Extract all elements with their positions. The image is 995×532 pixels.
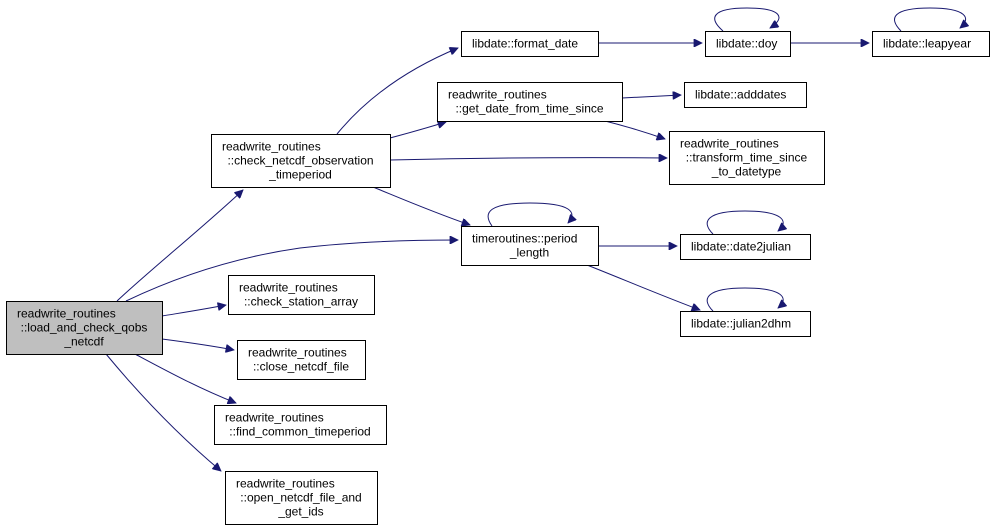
node-box bbox=[211, 134, 391, 188]
node-label-line: libdate::format_date bbox=[472, 37, 578, 51]
node-label-line: readwrite_routines bbox=[448, 88, 547, 102]
node-date2julian[interactable]: libdate::date2julian bbox=[680, 234, 811, 260]
node-label-line: readwrite_routines bbox=[222, 140, 321, 154]
node-transform_time_since_to_datetype[interactable]: readwrite_routines::transform_time_since… bbox=[669, 131, 825, 185]
edge-check_netcdf_observation_timeperiod-to-transform_time_since_to_datetype bbox=[389, 158, 667, 160]
edge-leapyear-to-leapyear bbox=[894, 7, 966, 32]
edge-check_netcdf_observation_timeperiod-to-get_date_from_time_since bbox=[389, 122, 446, 139]
node-label-line: _to_datetype bbox=[711, 165, 782, 179]
node-label-line: readwrite_routines bbox=[236, 477, 335, 491]
edge-period_length-to-period_length bbox=[487, 202, 572, 227]
nodes-layer: readwrite_routines::load_and_check_qobs_… bbox=[6, 31, 990, 525]
node-label-line: ::find_common_timeperiod bbox=[229, 425, 370, 439]
edge-load_and_check_qobs_netcdf-to-check_netcdf_observation_timeperiod bbox=[116, 190, 243, 302]
node-box bbox=[6, 301, 163, 355]
node-find_common_timeperiod[interactable]: readwrite_routines::find_common_timeperi… bbox=[214, 405, 387, 445]
node-close_netcdf_file[interactable]: readwrite_routines::close_netcdf_file bbox=[237, 340, 366, 380]
node-label-line: libdate::adddates bbox=[695, 88, 786, 102]
node-label-line: timeroutines::period bbox=[472, 232, 577, 246]
node-box bbox=[461, 31, 599, 57]
edge-load_and_check_qobs_netcdf-to-check_station_array bbox=[161, 305, 226, 317]
node-label-line: ::transform_time_since bbox=[686, 151, 808, 165]
node-leapyear[interactable]: libdate::leapyear bbox=[872, 31, 990, 57]
node-load_and_check_qobs_netcdf[interactable]: readwrite_routines::load_and_check_qobs_… bbox=[6, 301, 163, 355]
node-label-line: libdate::julian2dhm bbox=[691, 317, 791, 331]
node-open_netcdf_file_and_get_ids[interactable]: readwrite_routines::open_netcdf_file_and… bbox=[225, 471, 378, 525]
edge-load_and_check_qobs_netcdf-to-close_netcdf_file bbox=[161, 338, 234, 350]
node-box bbox=[705, 31, 791, 57]
node-get_date_from_time_since[interactable]: readwrite_routines::get_date_from_time_s… bbox=[437, 82, 623, 122]
node-box bbox=[680, 311, 811, 337]
edge-load_and_check_qobs_netcdf-to-find_common_timeperiod bbox=[134, 353, 236, 403]
edge-period_length-to-julian2dhm bbox=[586, 264, 700, 310]
node-label-line: ::check_netcdf_observation bbox=[227, 154, 373, 168]
edge-check_netcdf_observation_timeperiod-to-period_length bbox=[372, 186, 470, 225]
node-label-line: readwrite_routines bbox=[225, 411, 324, 425]
node-label-line: ::check_station_array bbox=[244, 295, 358, 309]
edge-doy-to-doy bbox=[714, 7, 779, 32]
node-label-line: _netcdf bbox=[63, 335, 104, 349]
edge-julian2dhm-to-julian2dhm bbox=[706, 287, 783, 312]
edge-get_date_from_time_since-to-adddates bbox=[621, 95, 681, 98]
node-label-line: libdate::leapyear bbox=[883, 37, 971, 51]
edge-check_netcdf_observation_timeperiod-to-format_date bbox=[336, 48, 458, 135]
node-label-line: _timeperiod bbox=[268, 168, 332, 182]
node-label-line: _length bbox=[509, 246, 549, 260]
node-check_station_array[interactable]: readwrite_routines::check_station_array bbox=[228, 275, 375, 315]
node-label-line: readwrite_routines bbox=[239, 281, 338, 295]
edges-layer bbox=[105, 7, 966, 471]
node-box bbox=[237, 340, 366, 380]
node-box bbox=[680, 234, 811, 260]
node-julian2dhm[interactable]: libdate::julian2dhm bbox=[680, 311, 811, 337]
node-box bbox=[437, 82, 623, 122]
node-doy[interactable]: libdate::doy bbox=[705, 31, 791, 57]
node-label-line: libdate::doy bbox=[716, 37, 777, 51]
node-label-line: ::get_date_from_time_since bbox=[455, 102, 603, 116]
node-period_length[interactable]: timeroutines::period_length bbox=[461, 226, 599, 266]
node-check_netcdf_observation_timeperiod[interactable]: readwrite_routines::check_netcdf_observa… bbox=[211, 134, 391, 188]
edge-get_date_from_time_since-to-transform_time_since_to_datetype bbox=[604, 120, 665, 139]
node-label-line: ::load_and_check_qobs bbox=[21, 321, 148, 335]
node-box bbox=[225, 471, 378, 525]
edge-load_and_check_qobs_netcdf-to-period_length bbox=[125, 240, 458, 302]
edge-date2julian-to-date2julian bbox=[706, 210, 783, 235]
node-label-line: libdate::date2julian bbox=[691, 240, 791, 254]
node-label-line: readwrite_routines bbox=[17, 307, 116, 321]
node-box bbox=[461, 226, 599, 266]
node-label-line: ::open_netcdf_file_and bbox=[240, 491, 361, 505]
node-label-line: _get_ids bbox=[277, 505, 323, 519]
node-adddates[interactable]: libdate::adddates bbox=[684, 82, 807, 108]
node-label-line: readwrite_routines bbox=[680, 137, 779, 151]
edge-load_and_check_qobs_netcdf-to-open_netcdf_file_and_get_ids bbox=[105, 353, 221, 471]
node-format_date[interactable]: libdate::format_date bbox=[461, 31, 599, 57]
node-box bbox=[669, 131, 825, 185]
node-box bbox=[214, 405, 387, 445]
node-box bbox=[228, 275, 375, 315]
node-label-line: readwrite_routines bbox=[248, 346, 347, 360]
node-box bbox=[684, 82, 807, 108]
node-label-line: ::close_netcdf_file bbox=[253, 360, 349, 374]
node-box bbox=[872, 31, 990, 57]
